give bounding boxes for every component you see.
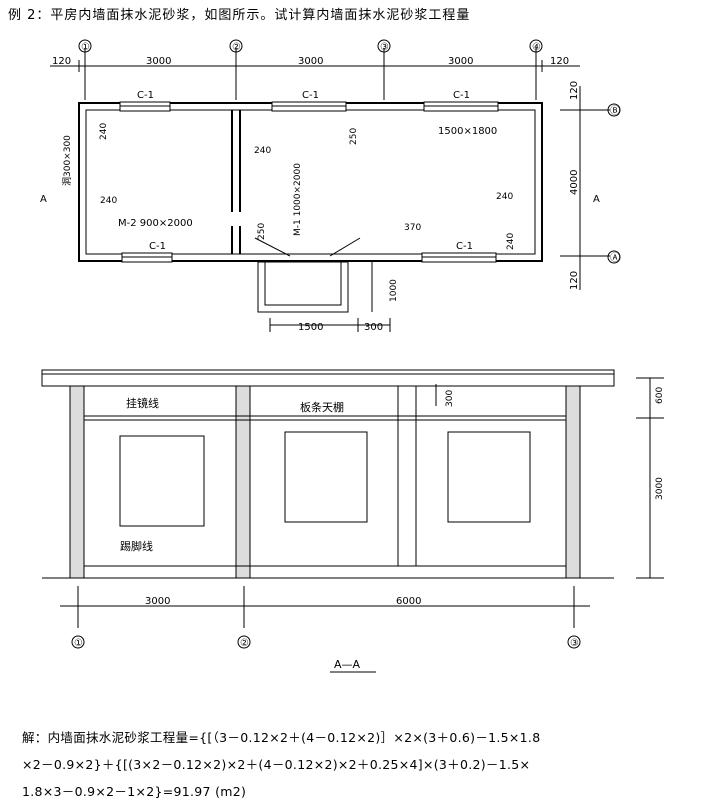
dim-right-120-bottom: 120	[569, 271, 580, 290]
dim-top-3000-2: 3000	[298, 56, 323, 67]
dim-3000-section: 3000	[655, 477, 665, 500]
dim-top-120-left: 120	[52, 56, 71, 67]
dim-600-section: 600	[655, 387, 665, 404]
window-size-label: 1500×1800	[438, 126, 497, 137]
label-mirror-line: 挂镜线	[126, 396, 159, 410]
dim-top-3000-3: 3000	[448, 56, 473, 67]
dim-right-120-top: 120	[569, 81, 580, 100]
dim-240-c: 240	[100, 196, 117, 206]
door-m1-label: M-1 1000×2000	[293, 163, 303, 236]
axis-b-label: Ⓑ	[610, 105, 620, 117]
hole-label: 洞300×300	[62, 135, 73, 186]
dim-1500: 1500	[298, 322, 323, 333]
axis-3-label: ③	[380, 42, 389, 53]
solution-line-2: ×2－0.9×2}＋{[(3×2－0.12×2)×2＋(4－0.12×2)×2＋…	[22, 757, 531, 772]
problem-title: 例 2：平房内墙面抹水泥砂浆，如图所示。试计算内墙面抹水泥砂浆工程量	[8, 8, 471, 23]
axis-2-label: ②	[232, 42, 241, 53]
axis-1-label: ①	[81, 42, 90, 53]
window-c1-top-right: C-1	[453, 90, 470, 101]
section-axis-1: ①	[74, 638, 83, 649]
dim-240-d: 240	[496, 192, 513, 202]
axis-a-label: Ⓐ	[610, 252, 620, 264]
window-c1-top-left: C-1	[137, 90, 154, 101]
label-lath-ceiling: 板条天棚	[300, 400, 344, 414]
dim-300-section: 300	[445, 390, 455, 407]
dim-250-a: 250	[349, 128, 359, 145]
dim-240-b: 240	[254, 146, 271, 156]
window-c1-bottom-left: C-1	[149, 241, 166, 252]
section-mark-right: A	[593, 194, 600, 205]
window-c1-top-mid: C-1	[302, 90, 319, 101]
section-mark-left: A	[40, 194, 47, 205]
door-m2-label: M-2 900×2000	[118, 218, 193, 229]
window-c1-bottom-right: C-1	[456, 241, 473, 252]
dim-right-4000: 4000	[569, 170, 580, 195]
dim-370: 370	[404, 223, 421, 233]
dim-top-3000-1: 3000	[146, 56, 171, 67]
section-axis-3: ③	[570, 638, 579, 649]
dim-top-120-right: 120	[550, 56, 569, 67]
dim-240-e: 240	[506, 233, 516, 250]
dim-300-porch: 300	[364, 322, 383, 333]
solution-block: 解：内墙面抹水泥砂浆工程量={[（3－0.12×2＋(4－0.12×2)］×2×…	[22, 724, 702, 805]
dim-bottom-3000: 3000	[145, 596, 170, 607]
section-name: A—A	[334, 658, 361, 671]
axis-4-label: ④	[532, 42, 541, 53]
dim-240-a: 240	[99, 123, 109, 140]
dim-250-b: 250	[257, 223, 267, 240]
solution-line-3: 1.8×3－0.9×2－1×2}=91.97 (m2)	[22, 784, 247, 799]
label-skirting: 踢脚线	[120, 539, 153, 553]
dim-1000: 1000	[389, 279, 399, 302]
solution-line-1: 解：内墙面抹水泥砂浆工程量={[（3－0.12×2＋(4－0.12×2)］×2×…	[22, 730, 541, 745]
section-axis-2: ②	[240, 638, 249, 649]
dim-bottom-6000: 6000	[396, 596, 421, 607]
